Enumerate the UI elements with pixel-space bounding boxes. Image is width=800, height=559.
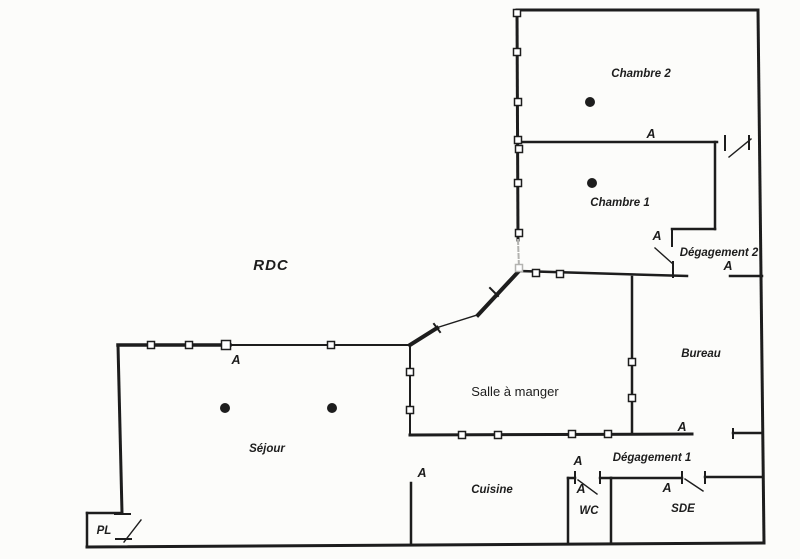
wall-marker-faint bbox=[514, 263, 524, 273]
door-label: A bbox=[416, 466, 426, 480]
wall-segment bbox=[408, 432, 694, 437]
wall-segment bbox=[515, 8, 520, 242]
wall-marker bbox=[220, 339, 232, 351]
label-room-cuisine: Cuisine bbox=[471, 484, 513, 496]
wall-marker bbox=[514, 228, 524, 238]
label-room-chambre-2: Chambre 2 bbox=[611, 68, 671, 80]
door-label: A bbox=[722, 259, 732, 273]
door-label: A bbox=[230, 353, 240, 367]
wall-marker bbox=[326, 340, 336, 350]
wall-marker bbox=[457, 430, 467, 440]
wall-marker bbox=[513, 97, 523, 107]
label-room-degagement-1: Dégagement 1 bbox=[613, 452, 692, 464]
label-room-wc: WC bbox=[579, 505, 599, 517]
wall-marker bbox=[627, 357, 637, 367]
wall-marker bbox=[603, 429, 613, 439]
wall-marker bbox=[531, 268, 541, 278]
wall-marker bbox=[514, 144, 524, 154]
door-label: A bbox=[575, 482, 585, 496]
wall-marker bbox=[146, 340, 156, 350]
wall-marker bbox=[555, 269, 565, 279]
wall-marker bbox=[512, 47, 522, 57]
wall-marker bbox=[405, 367, 415, 377]
wall-segment bbox=[85, 541, 766, 549]
wall-segment-faint bbox=[516, 238, 521, 270]
label-room-sejour: Séjour bbox=[249, 443, 285, 455]
wall-marker bbox=[184, 340, 194, 350]
door-jamb bbox=[488, 286, 500, 298]
door-leaf bbox=[438, 314, 478, 328]
wall-marker bbox=[493, 430, 503, 440]
door-jamb bbox=[432, 322, 442, 334]
wall-marker bbox=[513, 135, 523, 145]
wall-marker bbox=[405, 405, 415, 415]
point-dot bbox=[220, 403, 230, 413]
label-room-sde: SDE bbox=[671, 503, 695, 515]
label-room-degagement-2: Dégagement 2 bbox=[680, 247, 759, 259]
wall-marker bbox=[627, 393, 637, 403]
door-label: A bbox=[676, 420, 686, 434]
wall-segment bbox=[518, 269, 689, 278]
door-leaf bbox=[684, 478, 704, 492]
wall-segment bbox=[475, 268, 522, 318]
label-floor-title: RDC bbox=[253, 257, 289, 274]
point-dot bbox=[587, 178, 597, 188]
label-room-chambre-1: Chambre 1 bbox=[590, 197, 649, 209]
wall-marker bbox=[513, 178, 523, 188]
door-leaf bbox=[728, 138, 752, 158]
point-dot bbox=[585, 97, 595, 107]
wall-segment bbox=[116, 343, 124, 515]
wall-marker bbox=[567, 429, 577, 439]
door-leaf bbox=[577, 479, 598, 495]
door-leaf bbox=[654, 247, 674, 265]
door-label: A bbox=[572, 454, 582, 468]
door-label: A bbox=[651, 229, 661, 243]
door-label: A bbox=[645, 127, 655, 141]
label-room-salle-a-manger: Salle à manger bbox=[471, 384, 559, 399]
wall-marker bbox=[512, 8, 522, 18]
wall-segment bbox=[407, 325, 440, 348]
label-room-bureau: Bureau bbox=[681, 348, 721, 360]
door-label: A bbox=[661, 481, 671, 495]
label-room-pl: PL bbox=[97, 525, 112, 537]
point-dot bbox=[327, 403, 337, 413]
